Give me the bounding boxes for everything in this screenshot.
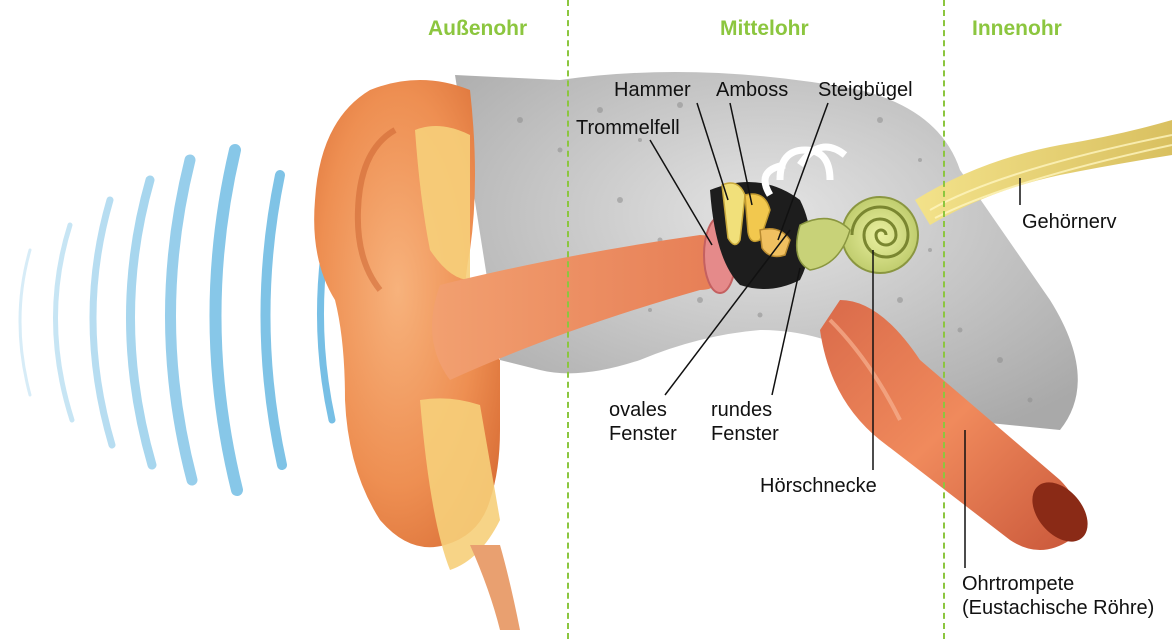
label-gehoernerv: Gehörnerv bbox=[1022, 210, 1117, 234]
region-title-middle: Mittelohr bbox=[720, 17, 809, 41]
label-ovales-line2: Fenster bbox=[609, 422, 677, 446]
label-ohrtrompete-line2: (Eustachische Röhre) bbox=[962, 596, 1154, 620]
region-title-outer: Außenohr bbox=[428, 17, 527, 41]
label-rundes-line2: Fenster bbox=[711, 422, 779, 446]
label-hoerschnecke: Hörschnecke bbox=[760, 474, 877, 498]
sound-waves bbox=[20, 150, 332, 490]
label-amboss: Amboss bbox=[716, 78, 788, 102]
label-ovales-fenster: ovales Fenster bbox=[609, 398, 677, 446]
label-ohrtrompete: Ohrtrompete (Eustachische Röhre) bbox=[962, 572, 1154, 620]
divider-middle-inner bbox=[943, 0, 945, 639]
divider-outer-middle bbox=[567, 0, 569, 639]
label-rundes-fenster: rundes Fenster bbox=[711, 398, 779, 446]
label-trommelfell: Trommelfell bbox=[576, 116, 680, 140]
label-rundes-line1: rundes bbox=[711, 398, 779, 422]
label-steigbuegel: Steigbügel bbox=[818, 78, 913, 102]
region-title-inner: Innenohr bbox=[972, 17, 1062, 41]
label-hammer: Hammer bbox=[614, 78, 691, 102]
label-ovales-line1: ovales bbox=[609, 398, 677, 422]
label-ohrtrompete-line1: Ohrtrompete bbox=[962, 572, 1154, 596]
